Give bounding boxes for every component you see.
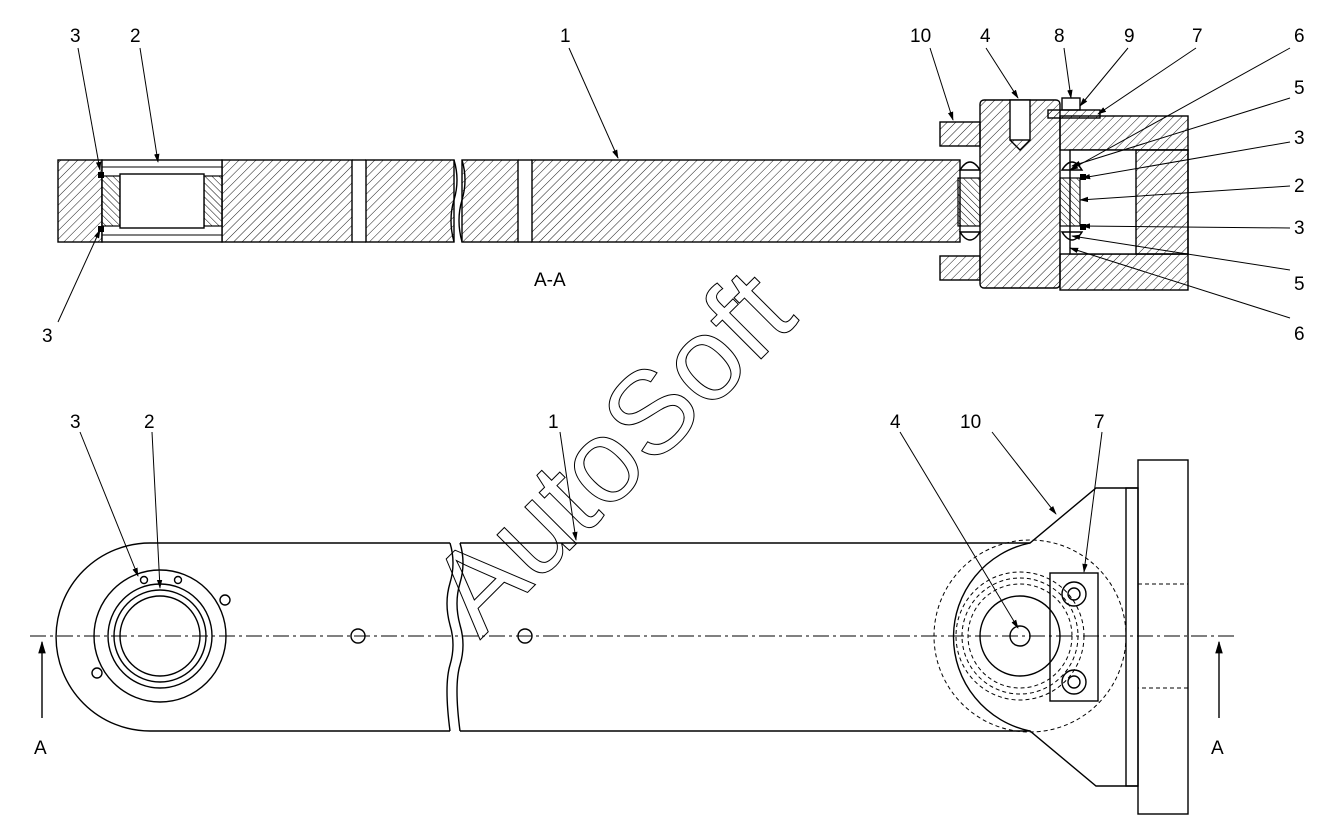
callout-9-top: 9 bbox=[1124, 26, 1135, 47]
section-view bbox=[57, 97, 1189, 291]
callout-3-right-upper: 3 bbox=[1294, 128, 1305, 149]
right-seal-left bbox=[957, 177, 981, 227]
bushing-2-right bbox=[1059, 177, 1081, 227]
watermark: AutoSoft bbox=[405, 245, 818, 658]
rod-segment-2 bbox=[365, 159, 455, 243]
flange-bottom-left bbox=[939, 255, 981, 281]
plan-leaders bbox=[79, 431, 1103, 629]
plan-callout-4: 4 bbox=[890, 412, 901, 433]
callout-10-top: 10 bbox=[910, 26, 931, 47]
callout-2-right: 2 bbox=[1294, 176, 1305, 197]
pin-4-head bbox=[979, 595, 1061, 677]
callout-5-right-bottom: 5 bbox=[1294, 274, 1305, 295]
arm-left-outline bbox=[55, 542, 450, 732]
lock-plate-7 bbox=[1049, 572, 1099, 702]
callout-2-top-left: 2 bbox=[130, 26, 141, 47]
plan-callouts: 3 2 1 4 10 7 bbox=[70, 412, 1105, 433]
callout-4-top: 4 bbox=[980, 26, 991, 47]
left-eye-outer-left bbox=[57, 159, 103, 243]
lube-hole bbox=[219, 594, 231, 606]
bushing-left bbox=[101, 175, 121, 227]
washer-9 bbox=[1047, 109, 1101, 119]
plan-callout-7: 7 bbox=[1094, 412, 1105, 433]
plan-callout-1: 1 bbox=[548, 412, 559, 433]
pin-bore-hole bbox=[1009, 99, 1031, 141]
section-callouts: 3 2 1 10 4 8 9 7 6 5 3 2 3 5 6 3 bbox=[42, 26, 1305, 347]
plan-callout-10: 10 bbox=[960, 412, 981, 433]
rod-segment-3 bbox=[461, 159, 519, 243]
section-leaders bbox=[57, 47, 1291, 323]
callout-3-bottom-left: 3 bbox=[42, 326, 53, 347]
callout-7-top: 7 bbox=[1192, 26, 1203, 47]
rod-segment-1 bbox=[221, 159, 353, 243]
pin-bore bbox=[119, 173, 205, 229]
callout-6-right-top: 6 bbox=[1294, 26, 1305, 47]
callout-8-top: 8 bbox=[1054, 26, 1065, 47]
plan-callout-2: 2 bbox=[144, 412, 155, 433]
callout-1-top: 1 bbox=[560, 26, 571, 47]
flange-plate bbox=[1137, 459, 1189, 815]
arm-right-top bbox=[460, 487, 1138, 544]
flange-top-left bbox=[939, 121, 981, 147]
callout-3-top-left: 3 bbox=[70, 26, 81, 47]
plan-callout-3: 3 bbox=[70, 412, 81, 433]
bolt-top bbox=[1061, 581, 1087, 607]
bushing-right bbox=[203, 175, 223, 227]
section-mark-right: A bbox=[1211, 738, 1224, 759]
callout-6-right-bottom: 6 bbox=[1294, 324, 1305, 345]
rod-segment-4 bbox=[531, 159, 961, 243]
section-mark-left: A bbox=[34, 738, 47, 759]
flange-bottom-right bbox=[1059, 253, 1189, 291]
section-label: A-A bbox=[534, 270, 566, 291]
right-body-wall bbox=[1135, 149, 1189, 255]
bolt-bottom bbox=[1061, 669, 1087, 695]
flange-top-right bbox=[1059, 115, 1189, 151]
plan-view bbox=[30, 459, 1235, 815]
arm-right-bottom bbox=[460, 730, 1138, 787]
bolt-8 bbox=[1061, 97, 1081, 111]
callout-3-right-lower: 3 bbox=[1294, 218, 1305, 239]
callout-5-right-top: 5 bbox=[1294, 78, 1305, 99]
